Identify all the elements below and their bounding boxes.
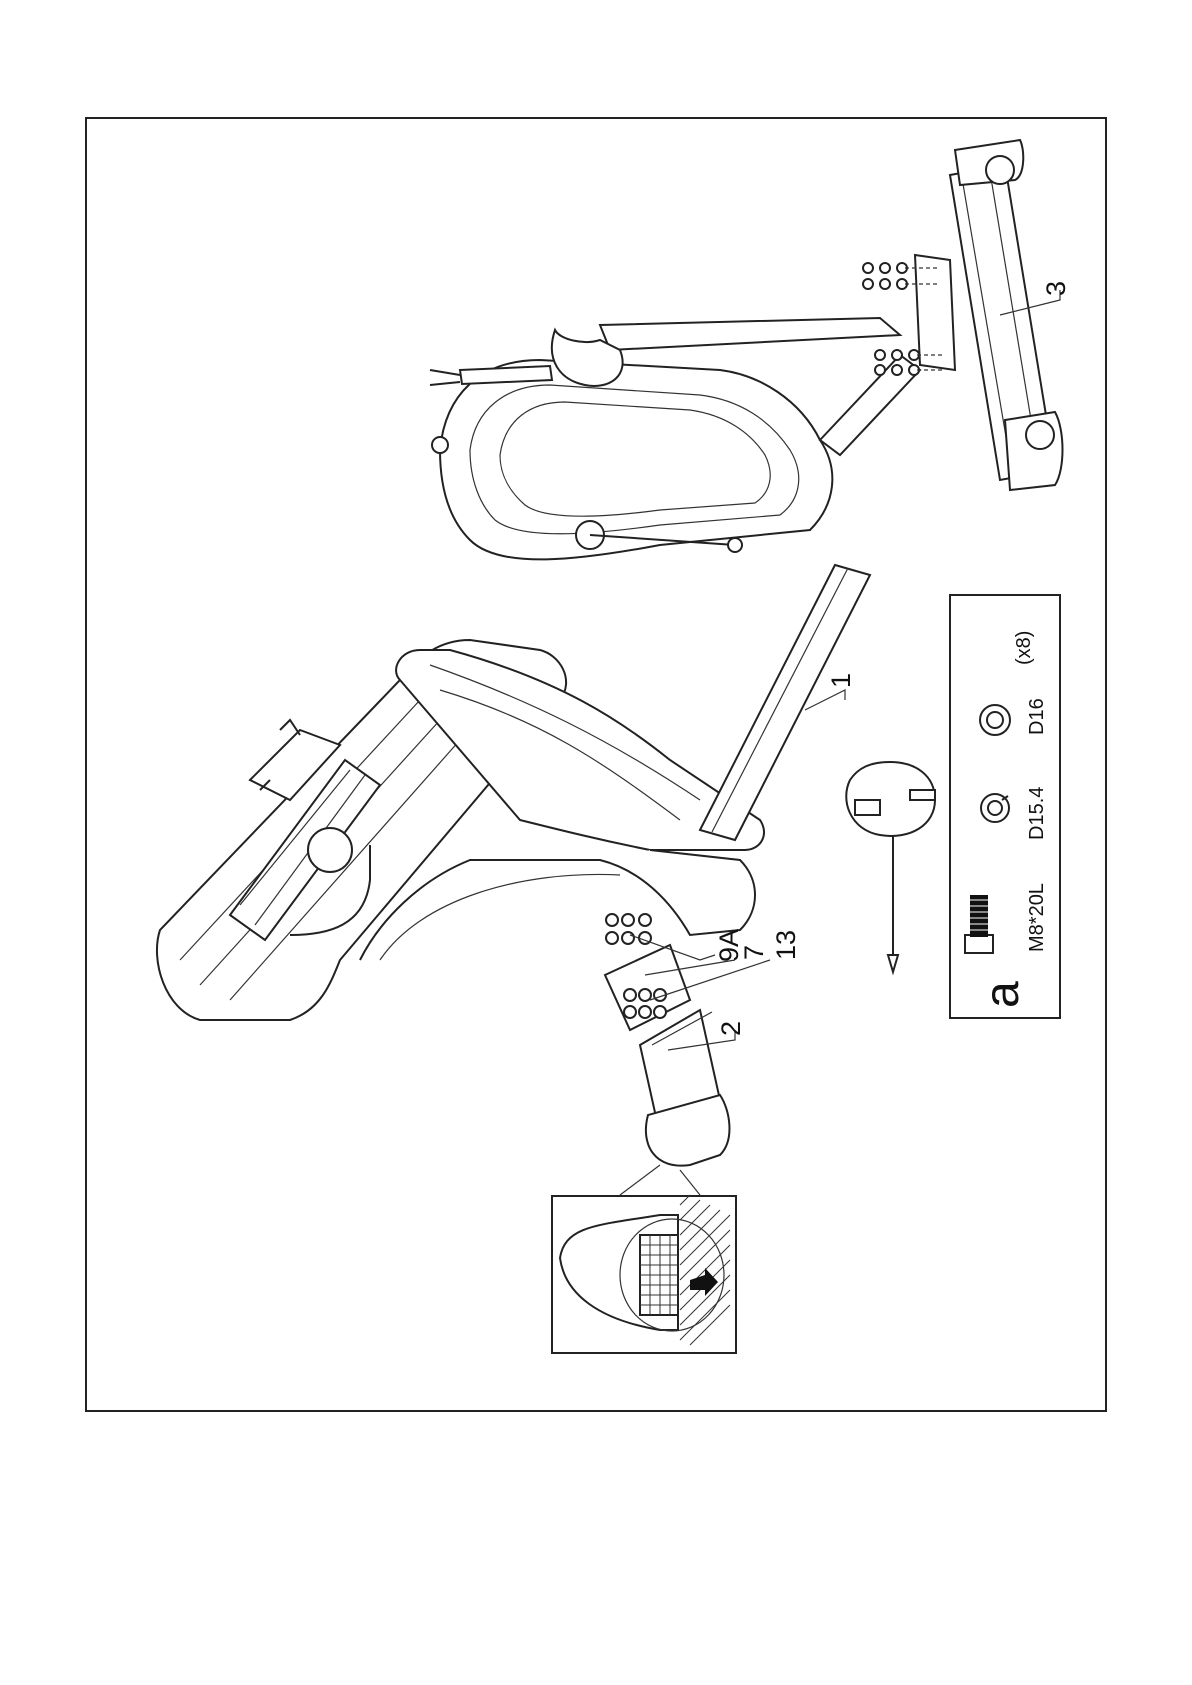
flat-washer-spec: D16 [1026, 698, 1048, 735]
callout-spring-washer: 7 [739, 945, 769, 960]
callout-rear-stabilizer: 3 [1041, 281, 1071, 296]
bolt-spec: M8*20L [1026, 883, 1048, 952]
spring-washer-spec: D15.4 [1026, 787, 1048, 840]
end-cap-detail-inset [552, 1165, 736, 1353]
callout-flat-washer: 13 [771, 930, 801, 960]
bolt-icon [965, 895, 993, 953]
hardware-box: a M8*20L D15.4 D16 (x8) [950, 595, 1060, 1018]
callout-front-stabilizer: 2 [716, 1021, 746, 1036]
rear-stabilizer-drawing [863, 140, 1063, 490]
callout-frame: 1 [826, 673, 856, 688]
flat-washer-icon [980, 705, 1010, 735]
hardware-letter: a [976, 981, 1029, 1008]
wrench-tool-drawing [846, 762, 935, 972]
front-stabilizer-drawing [605, 914, 729, 1166]
spring-washer-icon [981, 794, 1009, 822]
bike-frame-drawing [157, 318, 920, 1020]
hardware-quantity: (x8) [1013, 631, 1035, 665]
